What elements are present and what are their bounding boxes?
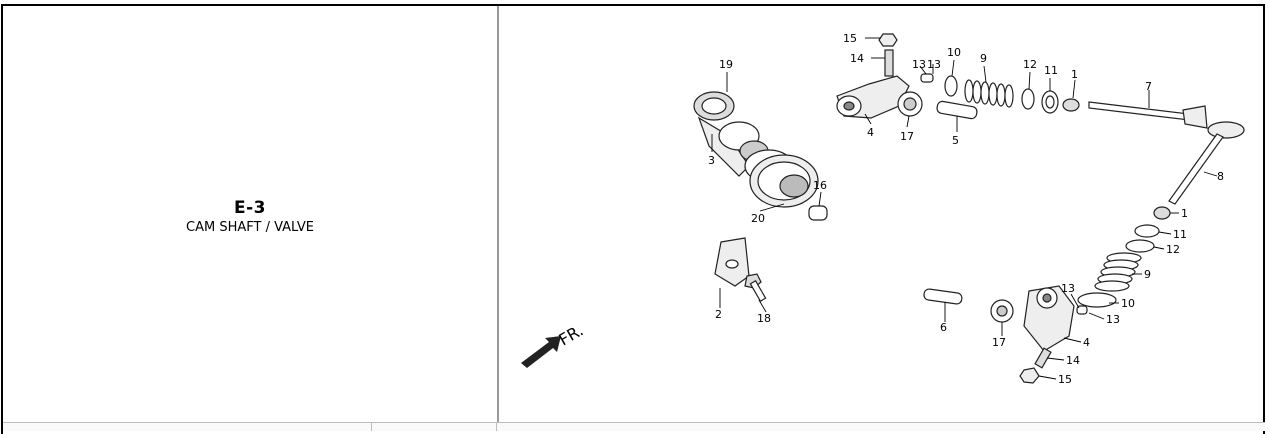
callout-13-upper-a: 13 [912,58,926,71]
callout-15-lower: 15 [1058,373,1072,386]
callout-7: 7 [1145,80,1152,93]
callout-1-lower: 1 [1181,207,1188,220]
section-info-panel: E-3 CAM SHAFT / VALVE [3,6,497,420]
callout-18: 18 [757,312,771,325]
callout-16: 16 [813,179,827,192]
pin-lower [1076,305,1088,315]
callout-13-lower-a: 13 [1061,282,1075,295]
callout-13-lower-b: 13 [1106,313,1120,326]
section-code: E-3 [234,198,266,218]
valve-7 [1088,101,1208,129]
camshaft-part [693,91,819,208]
section-title-block: E-3 CAM SHAFT / VALVE [3,198,497,235]
rocker-arm-upper [836,49,910,119]
valve-8 [1168,121,1245,205]
retainer-10-lower [1077,292,1117,308]
front-direction-arrow: FR. [521,321,587,368]
callout-2: 2 [715,308,722,321]
callout-labels: 15 14 13 10 9 12 11 1 7 19 13 4 17 5 3 1… [708,32,1224,386]
callout-10-lower: 10 [1121,297,1135,310]
nut-lower [1019,367,1040,384]
callout-11-lower: 11 [1173,228,1187,241]
callout-10-upper: 10 [947,46,961,59]
callout-11-upper: 11 [1044,64,1058,77]
callout-15-upper: 15 [843,32,857,45]
rocker-arm-lower [1023,285,1075,352]
callout-3: 3 [708,154,715,167]
callout-19: 19 [719,58,733,71]
seal-1-lower [1153,206,1171,220]
front-direction-label: FR. [556,321,587,350]
rocker-shaft-upper [936,100,978,120]
valve-spring-upper [964,79,1014,108]
callout-13-upper-b: 13 [927,58,941,71]
adjust-screw-lower [1034,347,1052,369]
callout-17-lower: 17 [992,336,1006,349]
spring-seat-12-lower [1125,239,1155,253]
pin-upper [920,73,934,83]
callout-6: 6 [940,321,947,334]
callout-12-lower: 12 [1166,243,1180,256]
table-cell [3,423,372,431]
rocker-shaft-lower [923,288,963,305]
section-title: CAM SHAFT / VALVE [186,220,314,235]
dowel-16 [808,205,828,221]
spring-seat-12-upper [1021,88,1035,110]
seal-1-upper [1062,98,1080,112]
callout-20: 20 [751,212,765,225]
leader-lines [711,37,1218,380]
exploded-view-svg: FR. 15 14 [521,32,1245,386]
table-cell [372,423,497,431]
panel-divider [497,6,499,422]
nut-upper [878,33,898,47]
retainer-10-upper [944,75,958,97]
callout-12-upper: 12 [1023,58,1037,71]
parts-table-header-row [3,422,1265,431]
washer-11-lower [1134,224,1160,238]
callout-17-upper: 17 [900,130,914,143]
bolt-18 [744,273,767,302]
page-frame [1,4,1265,434]
callout-9-upper: 9 [980,52,987,65]
callout-9-lower: 9 [1144,268,1151,281]
callout-4-upper: 4 [867,126,874,139]
callout-14-upper: 14 [850,52,864,65]
callout-4-lower: 4 [1083,336,1090,349]
callout-1-upper: 1 [1071,68,1078,81]
callout-8: 8 [1217,170,1224,183]
callout-5: 5 [952,134,959,147]
callout-14-lower: 14 [1066,354,1080,367]
valve-spring-lower [1094,252,1142,292]
parts-diagram: FR. 15 14 [499,6,1263,422]
